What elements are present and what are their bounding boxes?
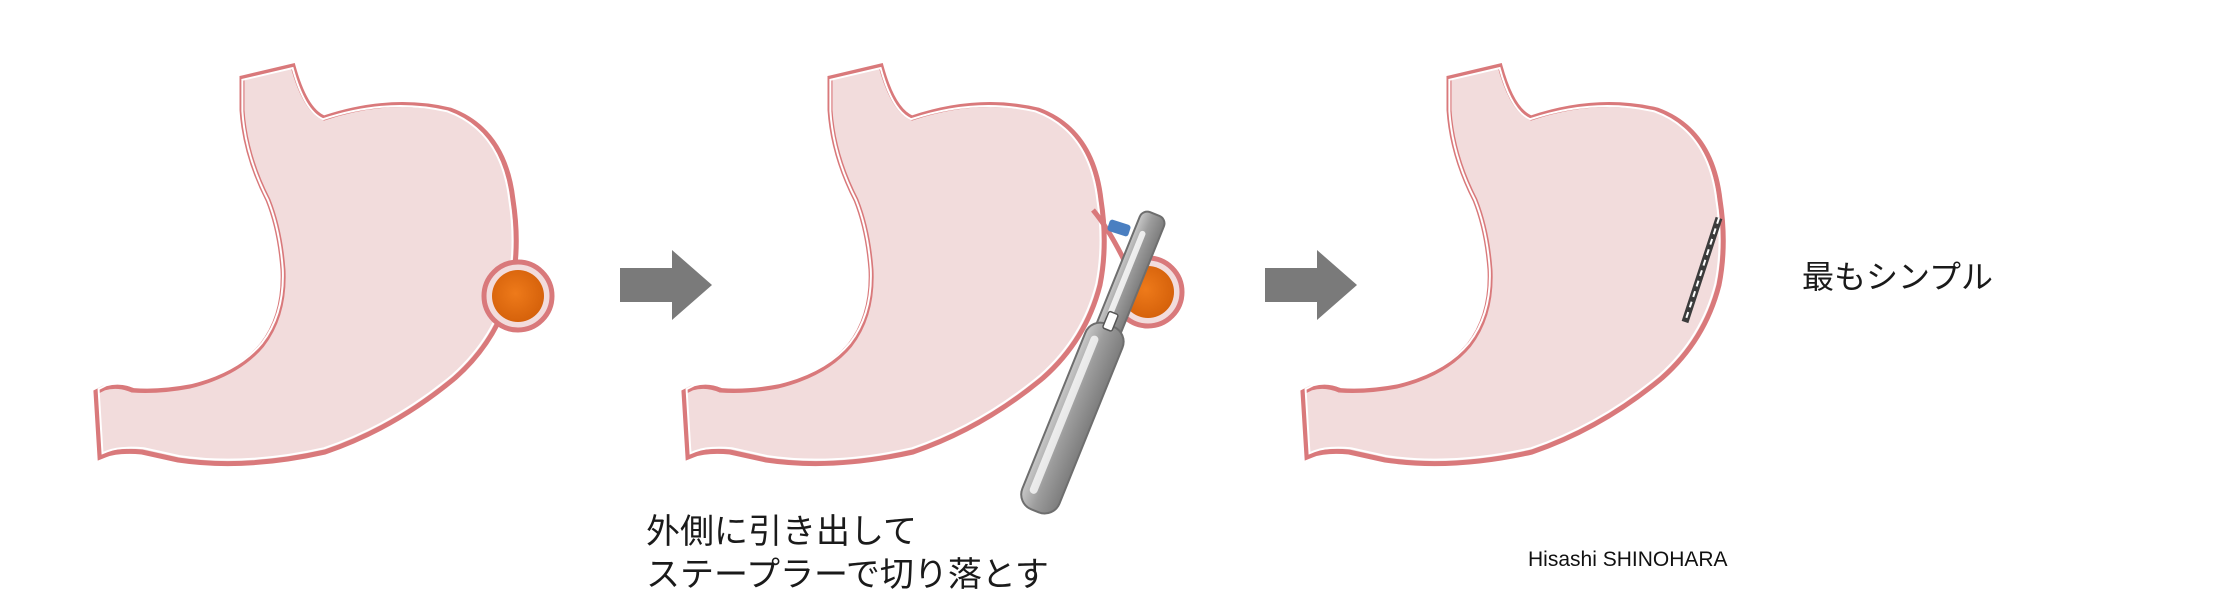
tumor-icon <box>481 259 555 333</box>
stomach-panel-1 <box>96 66 555 464</box>
arrow-right-icon <box>620 250 712 320</box>
step2-caption-line1: 外側に引き出して <box>646 512 917 552</box>
stapler-icon <box>1020 210 1166 515</box>
stomach-panel-2 <box>684 66 1185 515</box>
arrow-right-icon <box>1265 250 1357 320</box>
step3-caption: 最もシンプル <box>1802 258 1993 296</box>
stomach-icon <box>1303 66 1723 464</box>
author-credit: Hisashi SHINOHARA <box>1528 548 1728 571</box>
step2-caption-line2: ステープラーで切り落とす <box>646 555 1049 595</box>
stomach-icon <box>96 66 516 464</box>
staple-line <box>1681 216 1723 324</box>
stomach-icon <box>684 66 1104 464</box>
stomach-panel-3 <box>1303 66 1723 464</box>
